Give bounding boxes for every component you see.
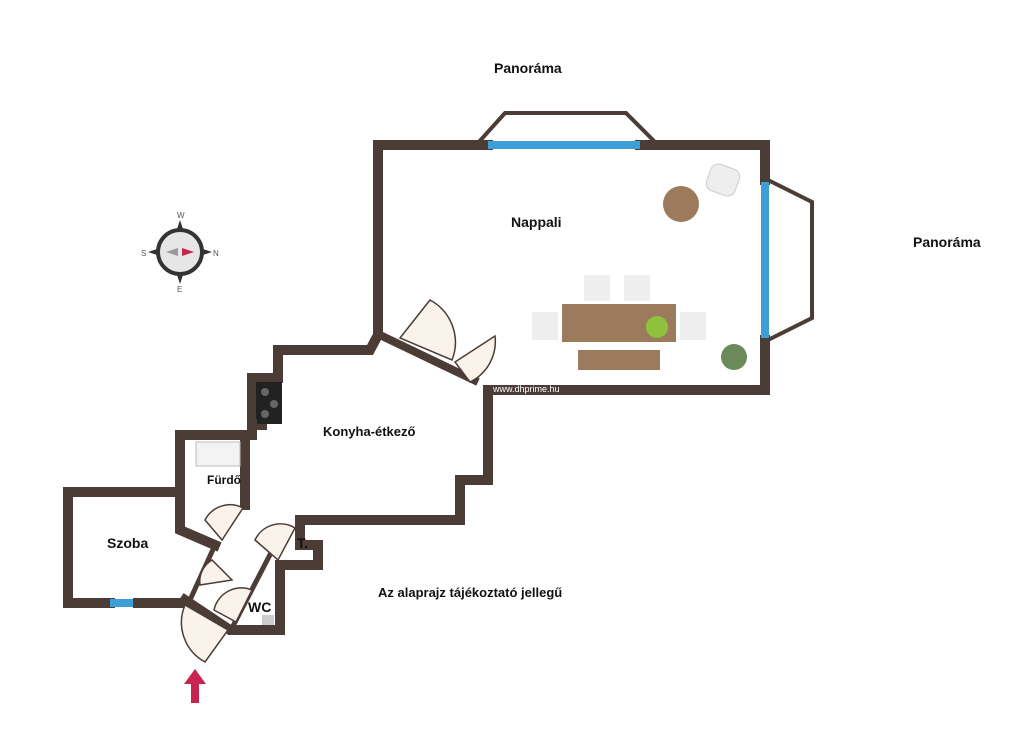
bathtub bbox=[195, 441, 241, 467]
room-label-storage: T. bbox=[297, 535, 308, 551]
compass-icon: W S N E bbox=[141, 211, 219, 294]
wall bbox=[380, 332, 480, 386]
wall bbox=[295, 335, 770, 550]
wall bbox=[635, 140, 770, 185]
room-label-bathroom: Fürdő bbox=[207, 473, 241, 487]
bay-window-right bbox=[767, 178, 814, 342]
watermark: www.dhprime.hu bbox=[493, 384, 560, 394]
side-table bbox=[663, 186, 699, 222]
door bbox=[199, 559, 234, 586]
wall bbox=[373, 140, 493, 340]
wall bbox=[63, 487, 185, 608]
door bbox=[398, 299, 457, 361]
door bbox=[453, 334, 497, 383]
wall bbox=[175, 419, 257, 552]
svg-text:N: N bbox=[213, 249, 219, 258]
wall bbox=[178, 540, 323, 635]
room-label-kitchen: Konyha-étkező bbox=[323, 424, 416, 439]
door bbox=[213, 587, 254, 624]
room-label-room: Szoba bbox=[107, 535, 149, 551]
svg-text:E: E bbox=[177, 285, 182, 294]
entrance-door bbox=[180, 603, 230, 663]
door bbox=[204, 504, 245, 542]
door bbox=[254, 523, 296, 562]
panorama-label-right: Panoráma bbox=[913, 234, 981, 250]
disclaimer-text: Az alaprajz tájékoztató jellegű bbox=[378, 585, 563, 600]
room-label-living: Nappali bbox=[511, 214, 562, 230]
panorama-label-top: Panoráma bbox=[494, 60, 562, 76]
svg-text:S: S bbox=[141, 249, 146, 258]
plant bbox=[721, 344, 747, 370]
svg-text:W: W bbox=[177, 211, 185, 220]
entrance-arrow-icon bbox=[184, 669, 206, 703]
bay-window-top bbox=[476, 111, 658, 145]
bench bbox=[578, 350, 660, 370]
room-label-wc: WC bbox=[248, 599, 272, 615]
stove bbox=[256, 382, 282, 424]
